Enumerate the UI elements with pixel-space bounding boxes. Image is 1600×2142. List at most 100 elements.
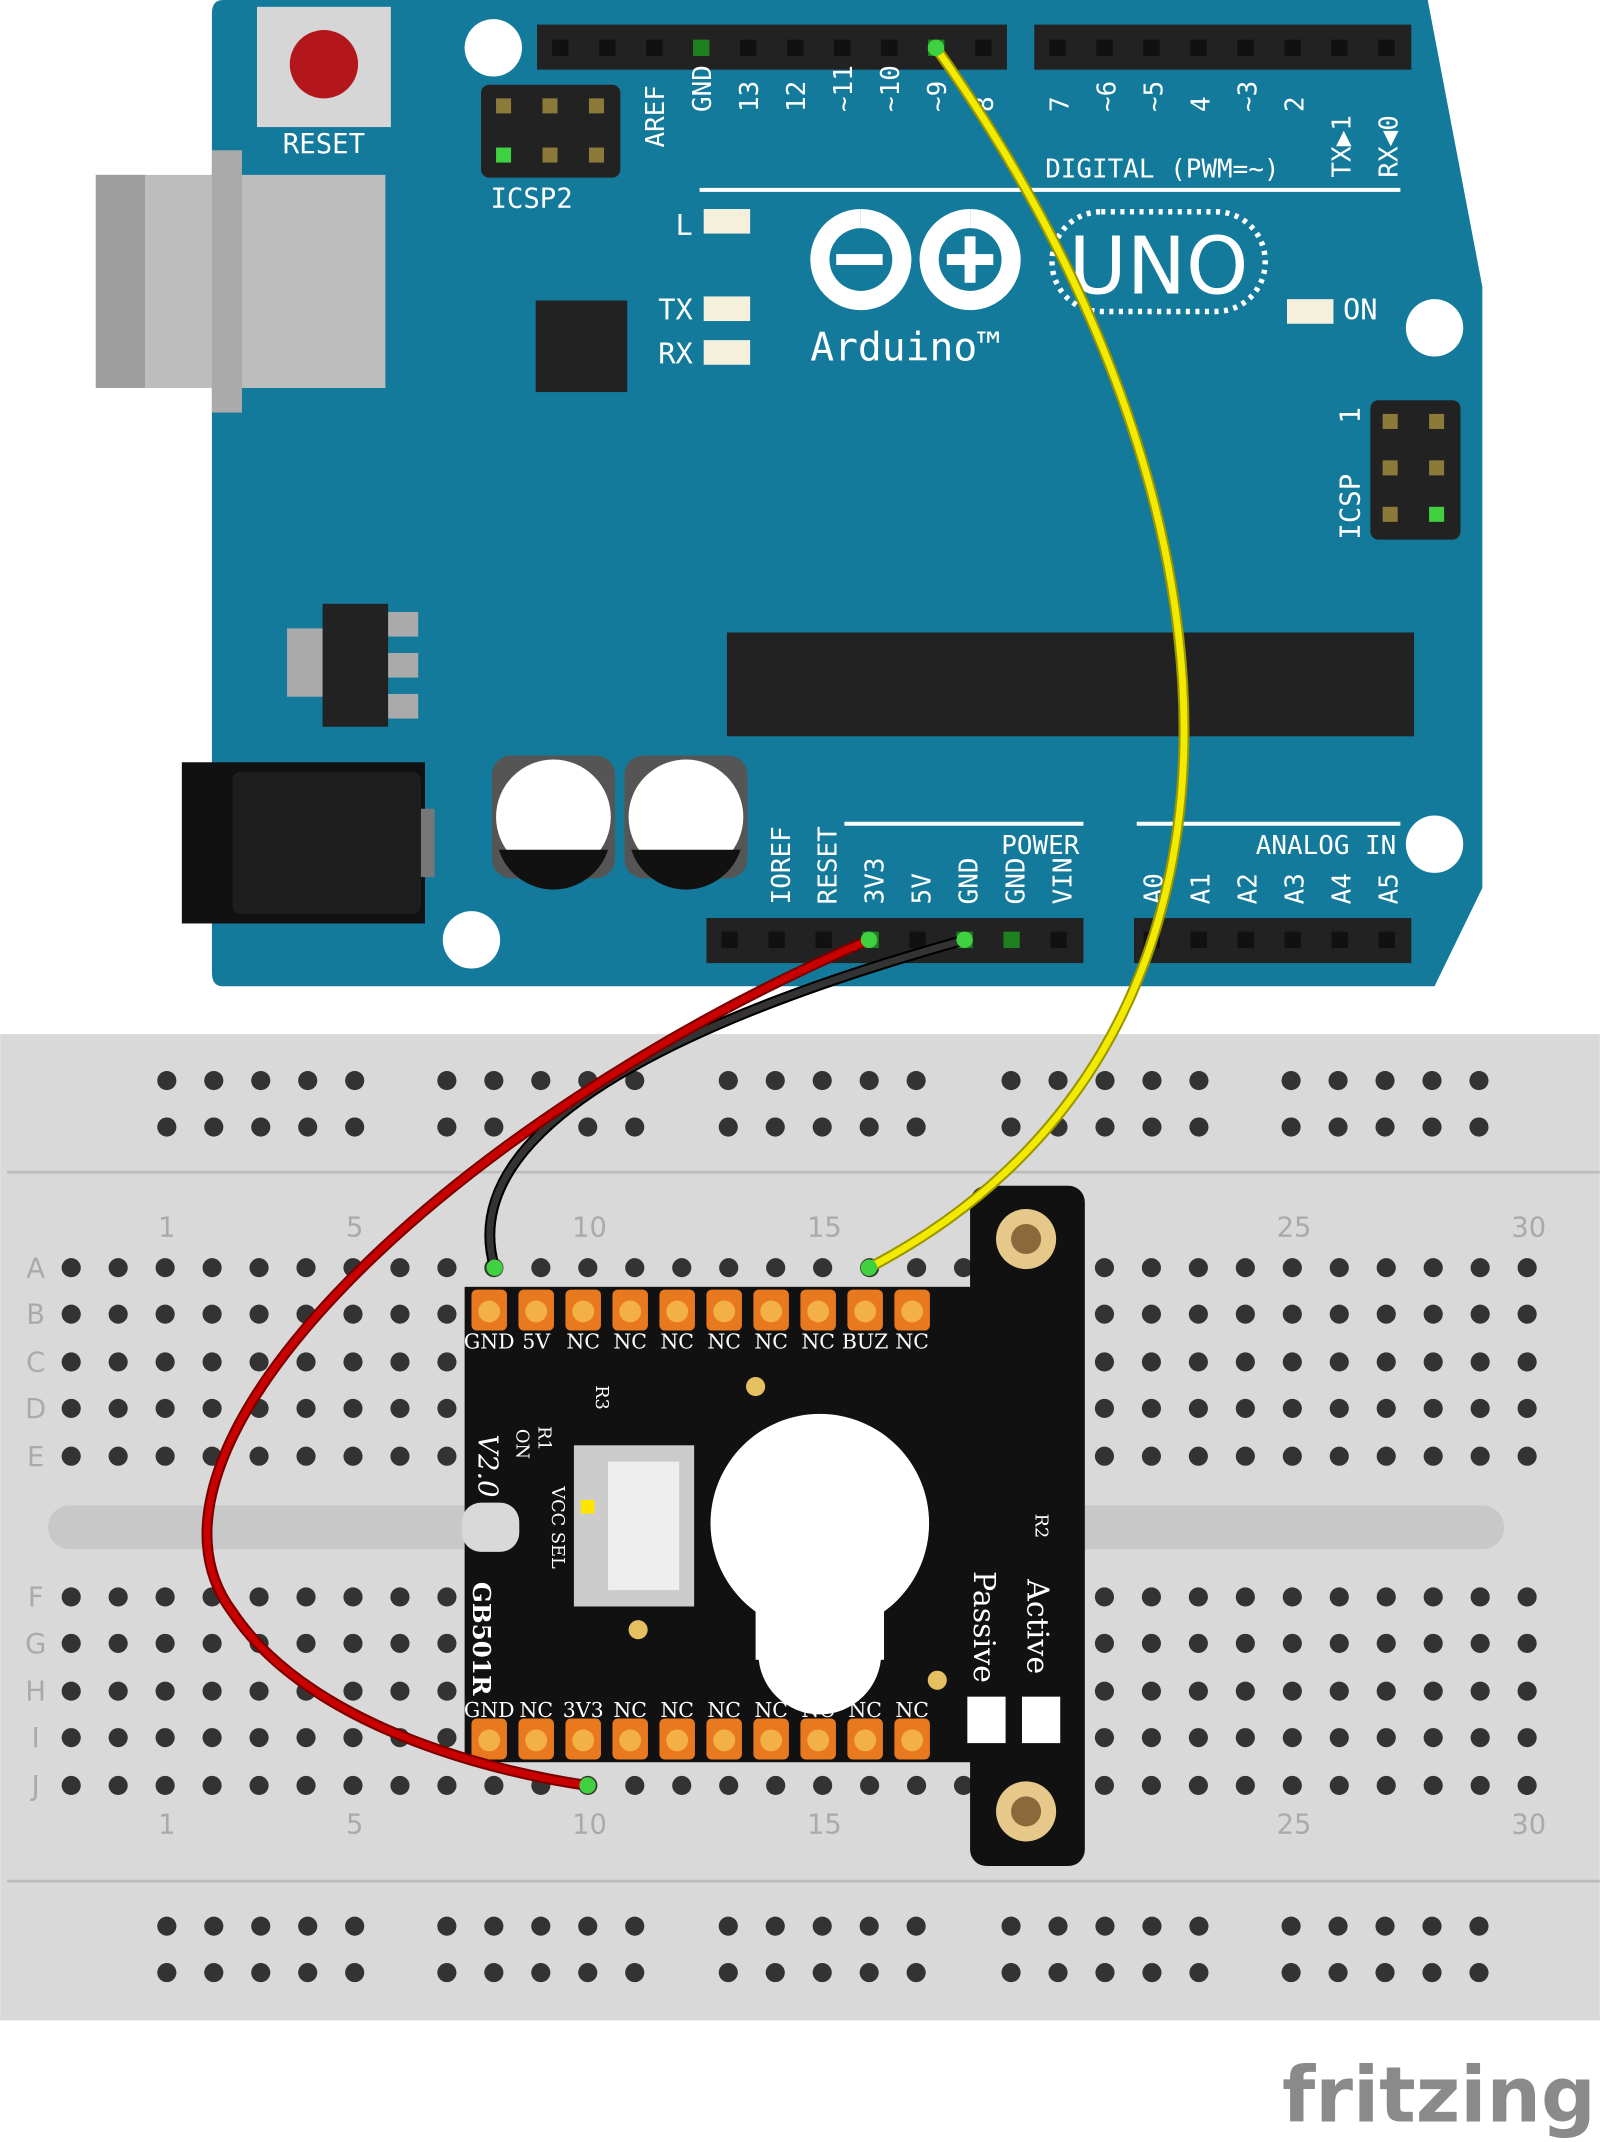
power-rail-hole[interactable] (906, 1071, 926, 1091)
breadboard-hole[interactable] (1376, 1398, 1396, 1418)
power-rail-hole[interactable] (204, 1963, 224, 1983)
header-pin[interactable] (1331, 931, 1348, 949)
breadboard-hole[interactable] (155, 1258, 175, 1278)
header-pin[interactable] (815, 931, 832, 949)
power-rail-hole[interactable] (484, 1916, 504, 1936)
breadboard-hole[interactable] (202, 1775, 222, 1796)
breadboard-hole[interactable] (1094, 1398, 1115, 1418)
breadboard-hole[interactable] (61, 1633, 81, 1653)
header-pin[interactable] (768, 931, 785, 949)
breadboard-hole[interactable] (155, 1728, 175, 1748)
breadboard-hole[interactable] (1141, 1728, 1161, 1748)
breadboard-hole[interactable] (1141, 1352, 1161, 1372)
power-rail-hole[interactable] (1469, 1963, 1489, 1983)
breadboard-hole[interactable] (1094, 1775, 1115, 1796)
breadboard-hole[interactable] (1094, 1352, 1115, 1372)
breadboard-hole[interactable] (1376, 1681, 1396, 1701)
power-rail-hole[interactable] (1095, 1916, 1115, 1936)
breadboard-hole[interactable] (61, 1352, 81, 1372)
breadboard-hole[interactable] (1376, 1633, 1396, 1653)
breadboard-hole[interactable] (249, 1352, 269, 1372)
power-rail-hole[interactable] (531, 1963, 551, 1983)
power-rail-hole[interactable] (157, 1117, 177, 1137)
header-pin[interactable] (1190, 39, 1207, 57)
power-rail-hole[interactable] (1048, 1071, 1068, 1091)
power-rail-hole[interactable] (204, 1916, 224, 1936)
power-rail-hole[interactable] (1422, 1117, 1442, 1137)
breadboard-hole[interactable] (1235, 1398, 1255, 1418)
power-rail-hole[interactable] (1281, 1963, 1301, 1983)
breadboard-hole[interactable] (1141, 1446, 1161, 1466)
power-rail-hole[interactable] (1001, 1916, 1021, 1936)
power-rail-hole[interactable] (625, 1963, 645, 1983)
power-rail-hole[interactable] (859, 1916, 879, 1936)
header-pin[interactable] (599, 39, 616, 57)
breadboard-hole[interactable] (1329, 1633, 1349, 1653)
power-rail-hole[interactable] (298, 1963, 318, 1983)
breadboard-hole[interactable] (61, 1728, 81, 1748)
breadboard-hole[interactable] (390, 1775, 410, 1796)
breadboard-hole[interactable] (1235, 1633, 1255, 1653)
breadboard-hole[interactable] (1470, 1304, 1490, 1324)
breadboard-hole[interactable] (343, 1728, 363, 1748)
power-rail-hole[interactable] (1095, 1963, 1115, 1983)
breadboard-hole[interactable] (1094, 1446, 1115, 1466)
breadboard-hole[interactable] (1141, 1587, 1161, 1607)
breadboard-hole[interactable] (437, 1398, 457, 1418)
breadboard-hole[interactable] (343, 1304, 363, 1324)
breadboard-hole[interactable] (1517, 1587, 1537, 1607)
breadboard-hole[interactable] (1141, 1258, 1161, 1278)
breadboard-hole[interactable] (1376, 1775, 1396, 1796)
power-rail-hole[interactable] (345, 1071, 365, 1091)
power-rail-hole[interactable] (345, 1117, 365, 1137)
breadboard-hole[interactable] (61, 1681, 81, 1701)
power-rail-hole[interactable] (1095, 1071, 1115, 1091)
breadboard-hole[interactable] (1329, 1398, 1349, 1418)
header-pin[interactable] (1378, 931, 1395, 949)
power-rail-hole[interactable] (718, 1071, 738, 1091)
breadboard-hole[interactable] (155, 1633, 175, 1653)
breadboard-hole[interactable] (907, 1258, 927, 1278)
breadboard-hole[interactable] (1470, 1398, 1490, 1418)
breadboard-hole[interactable] (108, 1681, 128, 1701)
power-rail-hole[interactable] (157, 1916, 177, 1936)
header-pin[interactable] (787, 39, 804, 57)
power-rail-hole[interactable] (251, 1117, 271, 1137)
header-pin[interactable] (1050, 931, 1067, 949)
breadboard-hole[interactable] (390, 1446, 410, 1466)
header-pin[interactable] (881, 39, 898, 57)
breadboard-hole[interactable] (296, 1587, 316, 1607)
breadboard-hole[interactable] (61, 1304, 81, 1324)
breadboard-hole[interactable] (1329, 1446, 1349, 1466)
breadboard-hole[interactable] (296, 1728, 316, 1748)
breadboard-hole[interactable] (61, 1587, 81, 1607)
header-pin[interactable] (693, 39, 710, 57)
power-rail-hole[interactable] (578, 1117, 598, 1137)
power-rail-hole[interactable] (1328, 1117, 1348, 1137)
power-rail-hole[interactable] (345, 1916, 365, 1936)
power-rail-hole[interactable] (531, 1071, 551, 1091)
power-rail-hole[interactable] (578, 1963, 598, 1983)
breadboard-hole[interactable] (1141, 1681, 1161, 1701)
breadboard-hole[interactable] (625, 1775, 645, 1796)
breadboard-hole[interactable] (155, 1352, 175, 1372)
header-pin[interactable] (909, 931, 926, 949)
header-pin[interactable] (1378, 39, 1395, 57)
breadboard-hole[interactable] (437, 1587, 457, 1607)
breadboard-hole[interactable] (296, 1398, 316, 1418)
power-rail-hole[interactable] (625, 1117, 645, 1137)
breadboard-hole[interactable] (1188, 1775, 1208, 1796)
breadboard-hole[interactable] (1517, 1775, 1537, 1796)
breadboard-hole[interactable] (343, 1398, 363, 1418)
breadboard-hole[interactable] (390, 1681, 410, 1701)
breadboard-hole[interactable] (343, 1681, 363, 1701)
power-rail-hole[interactable] (1142, 1071, 1162, 1091)
breadboard-hole[interactable] (390, 1633, 410, 1653)
breadboard-hole[interactable] (249, 1587, 269, 1607)
breadboard-hole[interactable] (1470, 1446, 1490, 1466)
breadboard-hole[interactable] (1094, 1587, 1115, 1607)
breadboard-hole[interactable] (1376, 1728, 1396, 1748)
breadboard-hole[interactable] (1141, 1304, 1161, 1324)
breadboard-hole[interactable] (61, 1258, 81, 1278)
header-pin[interactable] (721, 931, 738, 949)
